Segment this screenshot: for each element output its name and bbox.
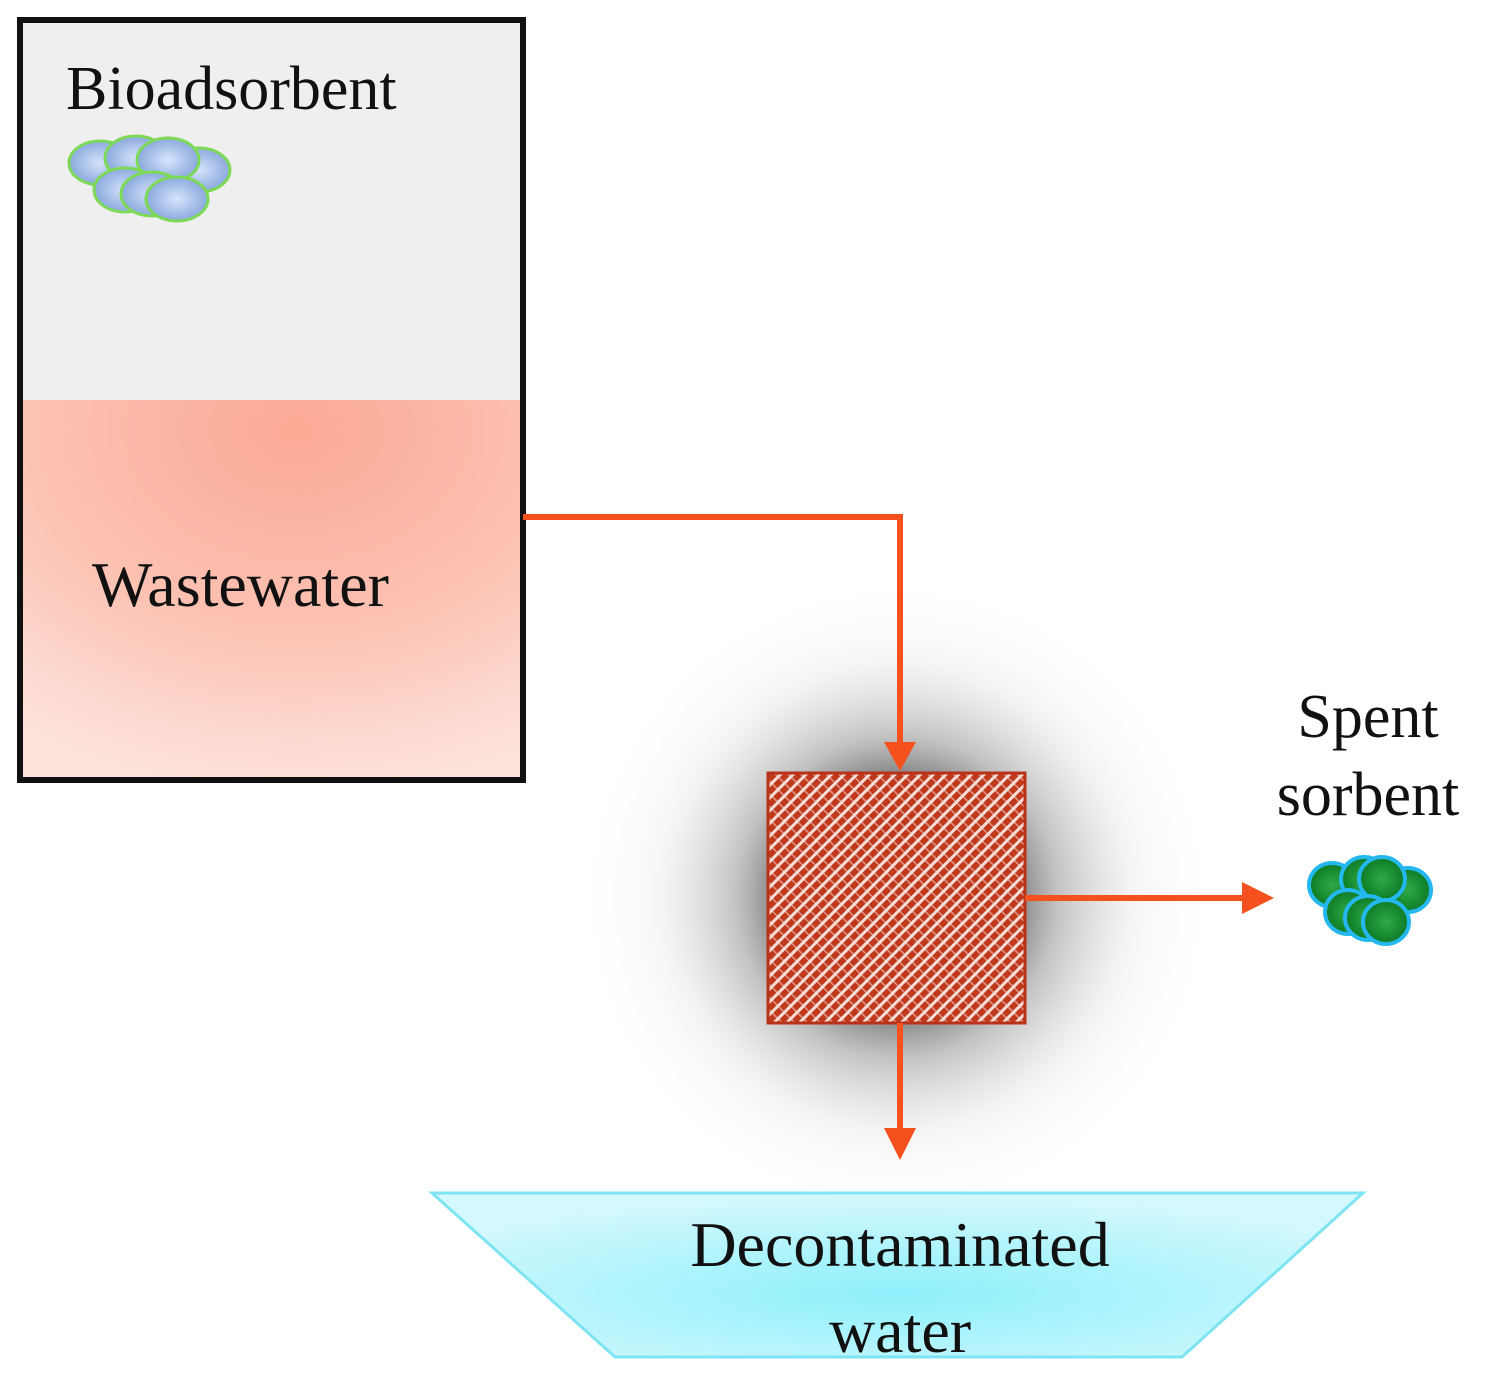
decontaminated-water-label: Decontaminated water [560, 1202, 1240, 1374]
spent-sorbent-label: Spent sorbent [1250, 678, 1486, 834]
spent-sorbent-label-line2: sorbent [1276, 761, 1460, 829]
decontaminated-water-label-line1: Decontaminated [690, 1209, 1110, 1280]
spent-sorbent-arrow [1025, 882, 1274, 914]
spent-sorbent-label-line1: Spent [1297, 683, 1439, 751]
filter-unit [766, 771, 1027, 1025]
wastewater-label: Wastewater [92, 549, 389, 620]
tank-outline [17, 17, 526, 783]
tank-upper-section [20, 20, 523, 400]
bioadsorbent-particles-icon [67, 134, 232, 223]
outlet-arrow [884, 1023, 916, 1160]
decontaminated-water-basin [428, 1191, 1367, 1359]
bioadsorbent-label: Bioadsorbent [66, 55, 397, 123]
spent-sorbent-particles-icon [1307, 855, 1433, 946]
decontaminated-water-label-line2: water [828, 1295, 972, 1366]
wastewater-tank [17, 17, 526, 783]
wastewater-section [20, 400, 523, 780]
inlet-arrow [523, 514, 916, 771]
